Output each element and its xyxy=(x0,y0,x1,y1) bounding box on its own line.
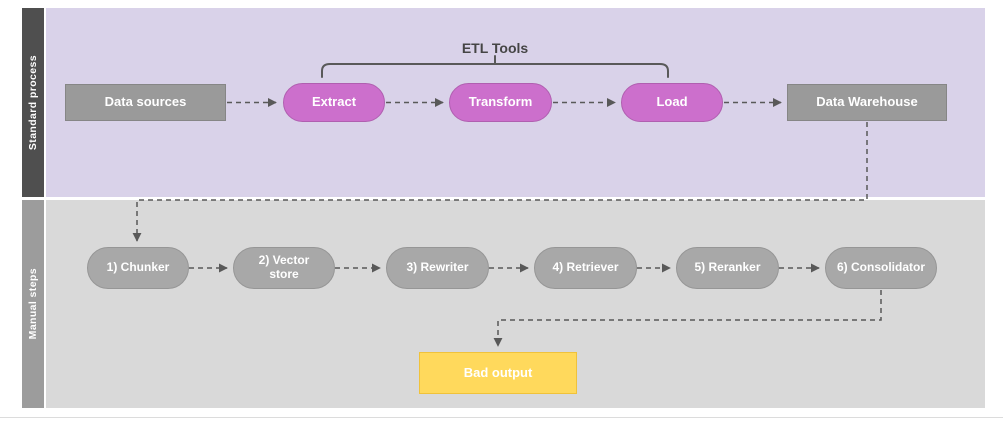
node-retriever: 4) Retriever xyxy=(534,247,637,289)
node-consolidator: 6) Consolidator xyxy=(825,247,937,289)
etl-tools-caption: ETL Tools xyxy=(461,40,529,56)
lane-standard-process-label: Standard process xyxy=(27,54,39,151)
node-reranker: 5) Reranker xyxy=(676,247,779,289)
canvas-bottom-rule xyxy=(0,417,1003,418)
node-extract: Extract xyxy=(283,83,385,122)
node-rewriter: 3) Rewriter xyxy=(386,247,489,289)
lane-manual-steps-label: Manual steps xyxy=(27,268,39,340)
node-vector-store: 2) Vector store xyxy=(233,247,335,289)
lane-standard-process-strip: Standard process xyxy=(22,8,44,197)
node-data-sources: Data sources xyxy=(65,84,226,121)
node-data-warehouse: Data Warehouse xyxy=(787,84,947,121)
lane-manual-steps-strip: Manual steps xyxy=(22,200,44,408)
node-chunker: 1) Chunker xyxy=(87,247,189,289)
node-bad-output: Bad output xyxy=(419,352,577,394)
node-load: Load xyxy=(621,83,723,122)
node-transform: Transform xyxy=(449,83,552,122)
